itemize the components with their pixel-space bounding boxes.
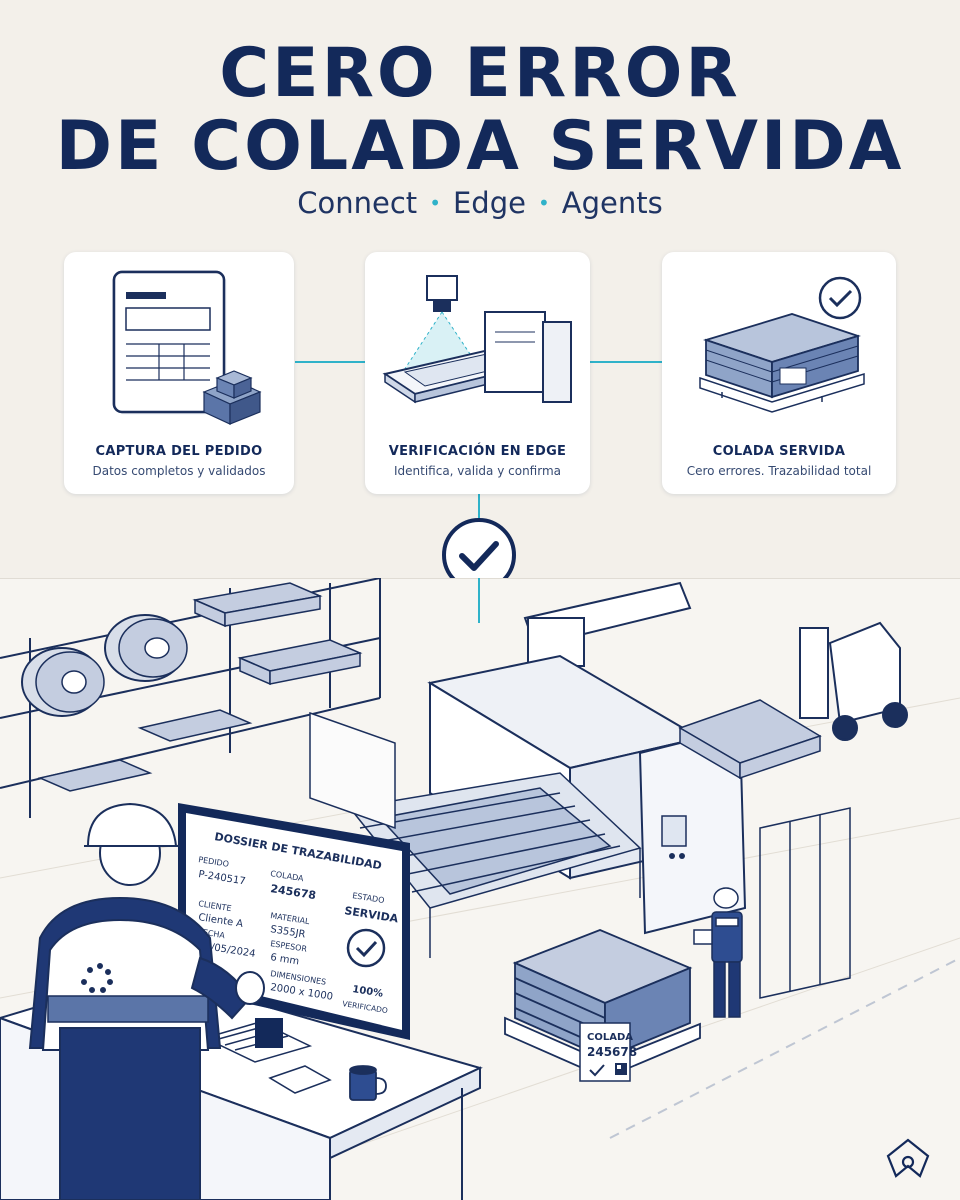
edge-scanner-icon <box>382 275 572 404</box>
safety-fence <box>309 711 396 830</box>
step-description: Datos completos y validados <box>92 464 266 478</box>
step-card-edge-verification: VERIFICACIÓN EN EDGE Identifica, valida … <box>365 252 590 494</box>
pallet-label-title: COLADA <box>587 1032 633 1043</box>
mug-icon <box>349 1065 387 1101</box>
pallet-label-value: 245678 <box>587 1045 637 1059</box>
subtitle: Connect • Edge • Agents <box>0 186 960 220</box>
subtitle-separator: • <box>537 191 550 215</box>
qr-code-icon <box>615 1063 627 1075</box>
subtitle-separator: • <box>429 191 441 215</box>
tablet-icon <box>268 1065 332 1094</box>
material-value: S355JR <box>270 924 307 940</box>
step-card-order-capture: CAPTURA DEL PEDIDO Datos completos y val… <box>64 252 294 494</box>
step-title: CAPTURA DEL PEDIDO <box>95 444 263 459</box>
boxes-icon <box>202 370 262 425</box>
pallet-check-icon <box>589 1064 605 1077</box>
order-form-icon <box>112 270 262 425</box>
check-circle-icon <box>818 276 862 320</box>
verified-percentage: 100% <box>352 984 384 1000</box>
brand-logo-icon <box>886 1138 930 1178</box>
pallet-check-icon <box>699 276 865 413</box>
roller-conveyor <box>348 772 642 958</box>
page-title-line-1: CERO ERROR <box>219 34 741 113</box>
forklift <box>799 621 908 741</box>
operator-worker <box>28 802 265 1200</box>
step-title: VERIFICACIÓN EN EDGE <box>388 444 567 459</box>
subtitle-edge: Edge <box>452 186 526 220</box>
subtitle-agents: Agents <box>561 186 663 220</box>
worker-tablet <box>693 887 743 1018</box>
dossier-check-icon <box>346 928 386 968</box>
step-title: COLADA SERVIDA <box>712 444 846 459</box>
step-description: Cero errores. Trazabilidad total <box>686 464 872 478</box>
plate-stack <box>678 699 822 780</box>
factory-scene: COLADA 245678 DOSSIER DE TRAZABILIDAD PE… <box>0 578 960 1200</box>
step-card-colada-servida: COLADA SERVIDA Cero errores. Trazabilida… <box>662 252 896 494</box>
subtitle-connect: Connect <box>297 186 418 220</box>
steel-coil <box>104 614 188 682</box>
safety-fence <box>759 807 851 999</box>
company-logo-icon <box>81 963 113 993</box>
steel-coil <box>21 647 105 717</box>
espesor-value: 6 mm <box>270 952 300 967</box>
step-description: Identifica, valida y confirma <box>393 464 561 478</box>
page-title-line-2: DE COLADA SERVIDA <box>55 107 905 186</box>
